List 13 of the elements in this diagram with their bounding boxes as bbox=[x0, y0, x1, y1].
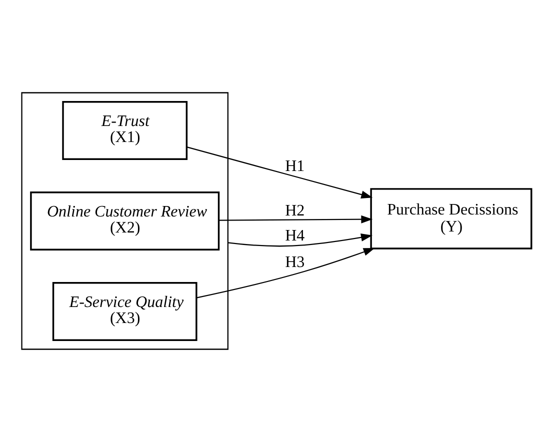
node-box: Purchase Decissions (Y) bbox=[370, 188, 532, 249]
edge-label: H1 bbox=[285, 157, 305, 174]
edge-label: H4 bbox=[285, 227, 305, 244]
arrow bbox=[218, 214, 373, 223]
arrow bbox=[186, 146, 373, 198]
node-box: Online Customer Review (X2) bbox=[30, 191, 220, 250]
cluster bbox=[21, 92, 228, 350]
arrow bbox=[196, 247, 375, 298]
node-box: E-Trust (X1) bbox=[62, 100, 188, 160]
node-box: E-Service Quality (X3) bbox=[52, 281, 198, 340]
edge-label: H2 bbox=[285, 202, 305, 220]
edge-label: H3 bbox=[285, 254, 305, 271]
arrow bbox=[228, 232, 372, 246]
